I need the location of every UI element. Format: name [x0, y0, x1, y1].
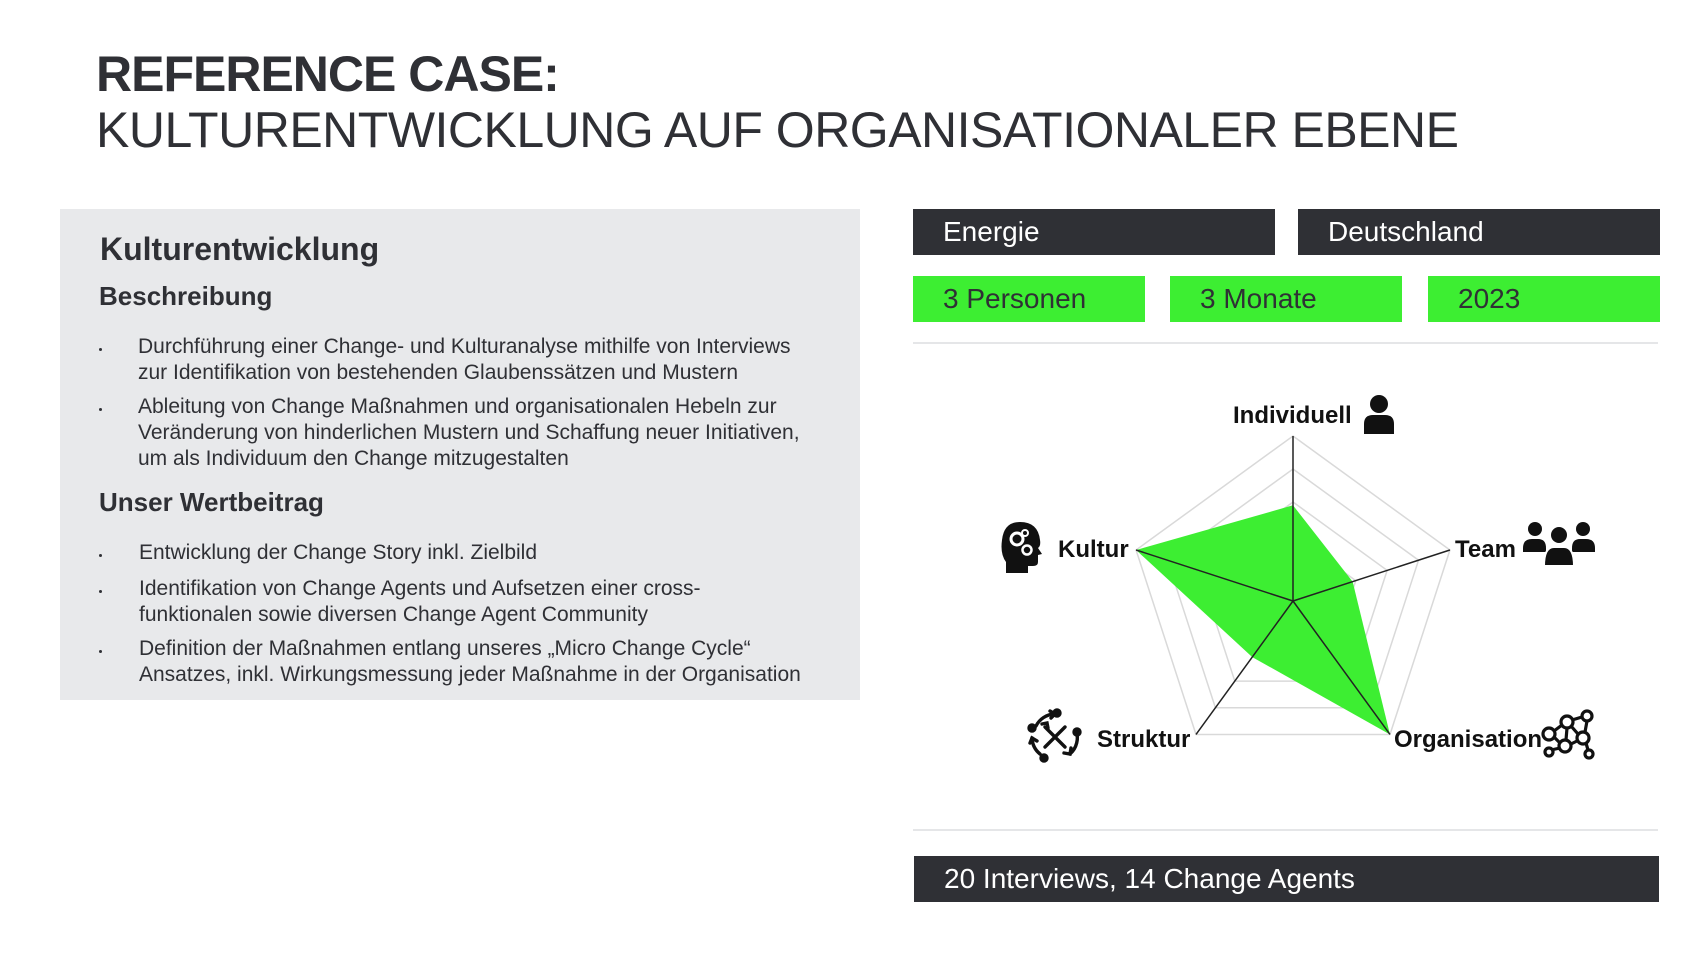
bullet-list-wertbeitrag: Entwicklung der Change Story inkl. Zielb…	[99, 540, 839, 696]
section-heading-beschreibung: Beschreibung	[99, 281, 273, 311]
bullet-icon	[99, 590, 102, 593]
list-item-text: Durchführung einer Change- und Kulturana…	[138, 335, 791, 358]
industry-tag: Energie	[913, 209, 1275, 255]
list-item: Ableitung von Change Maßnahmen und organ…	[99, 394, 839, 480]
list-item-text: zur Identifikation von bestehenden Glaub…	[138, 361, 739, 384]
axis-label-kultur: Kultur	[1058, 536, 1129, 563]
list-item: Durchführung einer Change- und Kulturana…	[99, 334, 839, 394]
list-item-text: Veränderung von hinderlichen Mustern und…	[138, 421, 800, 444]
bullet-icon	[99, 650, 102, 653]
list-item-text: Entwicklung der Change Story inkl. Zielb…	[139, 541, 538, 564]
radar-axis-line	[1195, 600, 1294, 735]
list-item-text: funktionalen sowie diversen Change Agent…	[139, 603, 648, 626]
divider-top	[913, 342, 1658, 344]
list-item-text: Identifikation von Change Agents und Auf…	[139, 577, 701, 600]
bullet-list-beschreibung: Durchführung einer Change- und Kulturana…	[99, 334, 839, 480]
radar-grid-ring	[1135, 435, 1451, 736]
list-item-text: Definition der Maßnahmen entlang unseres…	[139, 637, 751, 660]
bullet-icon	[99, 554, 102, 557]
list-item-text: Ableitung von Change Maßnahmen und organ…	[138, 395, 777, 418]
description-panel: Kulturentwicklung Beschreibung Durchführ…	[60, 209, 860, 700]
bullet-icon	[99, 348, 102, 351]
country-tag: Deutschland	[1298, 209, 1660, 255]
summary-tag: 20 Interviews, 14 Change Agents	[914, 856, 1659, 902]
page-title: REFERENCE CASE:	[96, 46, 560, 102]
radar-series-area	[1136, 505, 1390, 735]
axis-label-organisation: Organisation	[1394, 726, 1543, 753]
section-heading-wertbeitrag: Unser Wertbeitrag	[99, 487, 324, 517]
list-item: Definition der Maßnahmen entlang unseres…	[99, 636, 839, 696]
list-item: Identifikation von Change Agents und Auf…	[99, 576, 839, 636]
panel-title: Kulturentwicklung	[100, 231, 380, 267]
list-item: Entwicklung der Change Story inkl. Zielb…	[99, 540, 839, 576]
duration-tag: 3 Monate	[1170, 276, 1402, 322]
people-tag: 3 Personen	[913, 276, 1145, 322]
year-tag: 2023	[1428, 276, 1660, 322]
radar-axis-line	[1135, 549, 1294, 602]
radar-axis-line	[1292, 600, 1391, 735]
radar-chart: Individuell Team Organisation Struktur K…	[950, 390, 1650, 790]
axis-label-individuell: Individuell	[1233, 402, 1352, 429]
bullet-icon	[99, 408, 102, 411]
divider-bottom	[913, 829, 1658, 831]
list-item-text: Ansatzes, inkl. Wirkungsmessung jeder Ma…	[139, 663, 801, 686]
list-item-text: um als Individuum den Change mitzugestal…	[138, 447, 569, 470]
radar-axis-line	[1292, 549, 1451, 602]
axis-label-struktur: Struktur	[1097, 726, 1191, 753]
page-subtitle: KULTURENTWICKLUNG AUF ORGANISATIONALER E…	[96, 102, 1459, 158]
radar-svg	[1135, 435, 1451, 736]
axis-label-team: Team	[1455, 536, 1516, 563]
